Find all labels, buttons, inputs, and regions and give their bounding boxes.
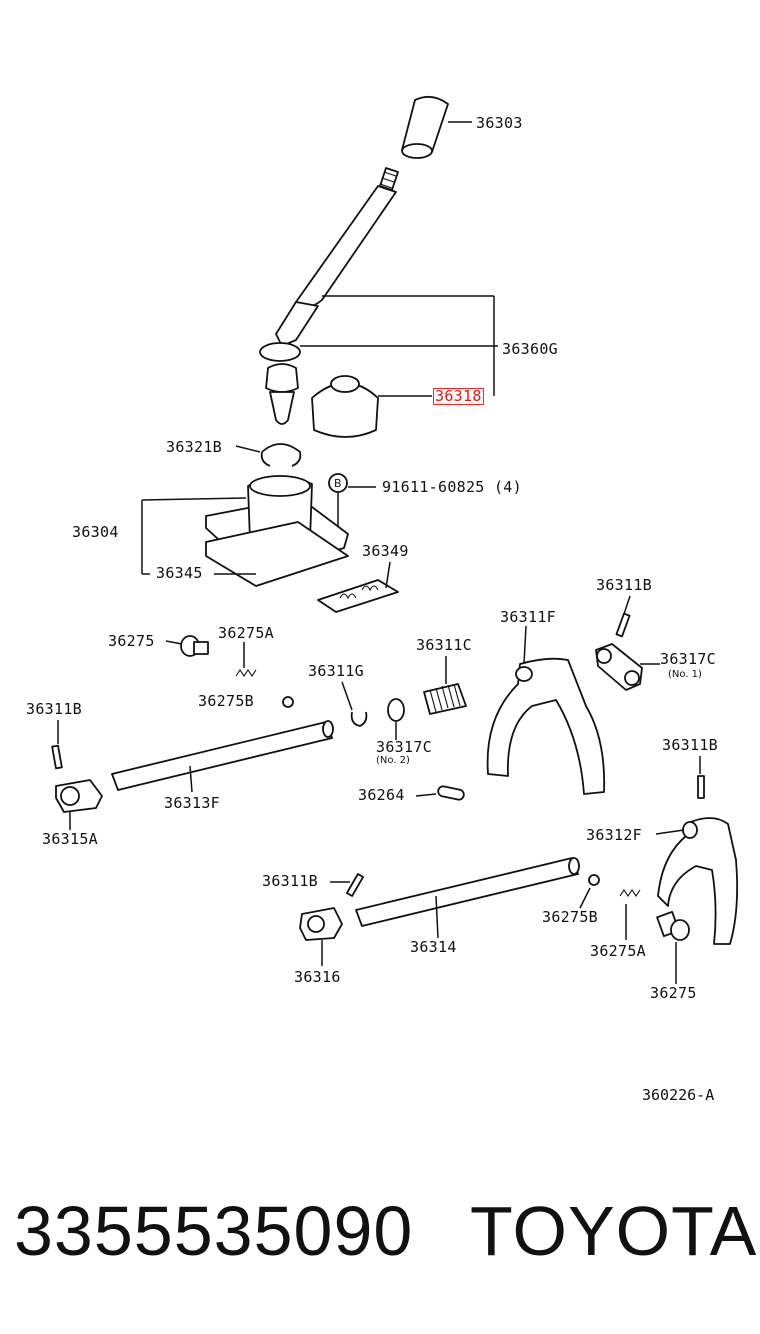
label-36314[interactable]: 36314 (410, 938, 457, 956)
pin-36311B-left[interactable] (51, 744, 63, 770)
shift-knob[interactable] (401, 95, 449, 159)
label-36317C-no1[interactable]: 36317C (660, 650, 716, 668)
part-number: 3355535090 (14, 1192, 414, 1270)
label-91611-60825[interactable]: 91611-60825 (4) (382, 478, 522, 496)
label-36316[interactable]: 36316 (294, 968, 341, 986)
label-36311B-right[interactable]: 36311B (662, 736, 718, 754)
label-36312F[interactable]: 36312F (586, 826, 642, 844)
label-36345[interactable]: 36345 (156, 564, 203, 582)
ball-36275B-right[interactable] (588, 874, 600, 886)
label-36321B[interactable]: 36321B (166, 438, 222, 456)
screw-plug-left[interactable] (180, 635, 209, 657)
label-36275B-right[interactable]: 36275B (542, 908, 598, 926)
label-36275A-right[interactable]: 36275A (590, 942, 646, 960)
label-36311B-top[interactable]: 36311B (596, 576, 652, 594)
label-36317C-no2[interactable]: 36317C (376, 738, 432, 756)
diagram-reference: 360226-A (642, 1086, 715, 1104)
label-36275-left[interactable]: 36275 (108, 632, 155, 650)
pin-36311B-bottom[interactable] (346, 873, 364, 897)
screw-plug-right[interactable] (656, 910, 690, 941)
label-no2: (No. 2) (376, 755, 410, 766)
spring-36311C[interactable] (423, 683, 467, 715)
shift-shaft-36313F[interactable] (111, 720, 334, 791)
pin-36311B-top[interactable] (615, 612, 631, 638)
label-36360G[interactable]: 36360G (502, 340, 558, 358)
label-36303[interactable]: 36303 (476, 114, 523, 132)
shift-fork-36312F[interactable] (657, 817, 739, 945)
label-36315A[interactable]: 36315A (42, 830, 98, 848)
spring-36275A-right[interactable] (619, 889, 641, 897)
spring-36275A-left[interactable] (235, 669, 257, 677)
label-36349[interactable]: 36349 (362, 542, 409, 560)
brand-name: TOYOTA (470, 1192, 758, 1270)
spring-plate[interactable] (317, 579, 399, 613)
snap-ring[interactable] (260, 443, 302, 467)
shift-head-36316[interactable] (299, 907, 343, 941)
label-36275-right[interactable]: 36275 (650, 984, 697, 1002)
shift-shaft-36314[interactable] (355, 857, 580, 927)
washer-no2[interactable] (387, 698, 405, 722)
label-36264[interactable]: 36264 (358, 786, 405, 804)
label-36311C[interactable]: 36311C (416, 636, 472, 654)
ball-36275B-left[interactable] (282, 696, 294, 708)
shift-boot[interactable] (311, 375, 379, 438)
label-36313F[interactable]: 36313F (164, 794, 220, 812)
label-36275B-left[interactable]: 36275B (198, 692, 254, 710)
label-36311F[interactable]: 36311F (500, 608, 556, 626)
shift-fork-36311F[interactable] (486, 657, 606, 795)
shift-head-36315A[interactable] (55, 779, 103, 813)
label-36311B-bottom[interactable]: 36311B (262, 872, 318, 890)
label-36275A-left[interactable]: 36275A (218, 624, 274, 642)
label-36311B-left[interactable]: 36311B (26, 700, 82, 718)
label-36304[interactable]: 36304 (72, 523, 119, 541)
label-36311G[interactable]: 36311G (308, 662, 364, 680)
shift-lever[interactable] (259, 167, 399, 425)
shift-head-no1[interactable] (595, 643, 643, 691)
interlock-pin[interactable] (437, 785, 465, 801)
label-36318-highlighted[interactable]: 36318 (433, 387, 484, 405)
spring-36311G[interactable] (350, 711, 368, 727)
bolt-marker-letter: B (334, 477, 342, 490)
pin-36311B-right[interactable] (697, 775, 705, 799)
retainer-gasket[interactable] (205, 521, 349, 587)
label-no1: (No. 1) (668, 669, 702, 680)
